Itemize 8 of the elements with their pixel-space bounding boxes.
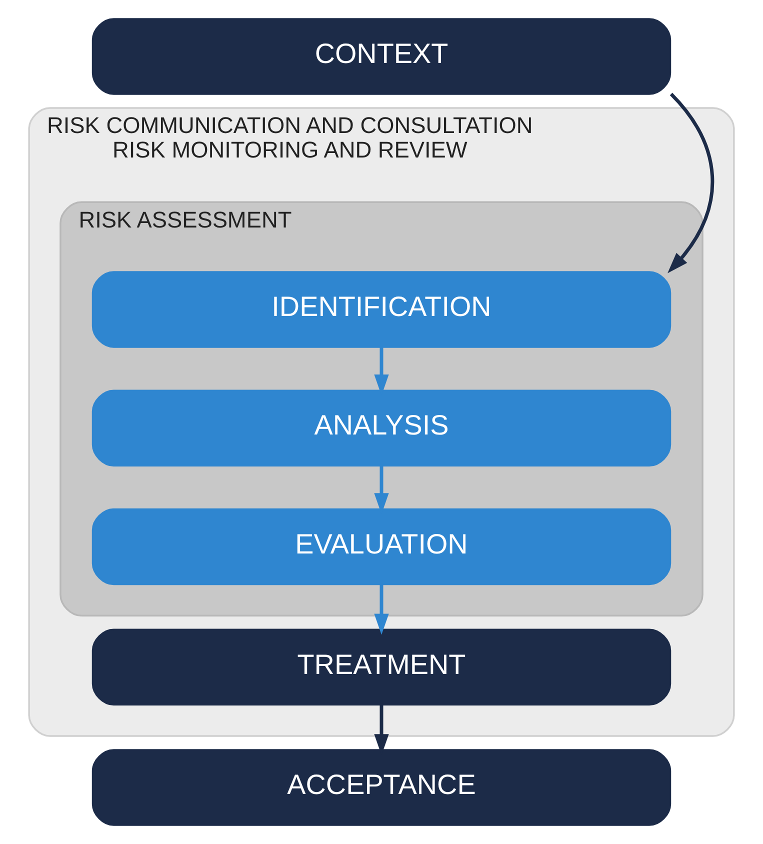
arrow [668,92,714,274]
arrow [374,584,389,635]
node-box: ACCEPTANCE [92,749,672,826]
node-box: EVALUATION [92,508,672,586]
node-box: CONTEXT [92,18,672,95]
node-box: TREATMENT [92,628,672,706]
node-box: ANALYSIS [92,390,672,466]
node-box: IDENTIFICATION [92,271,672,348]
